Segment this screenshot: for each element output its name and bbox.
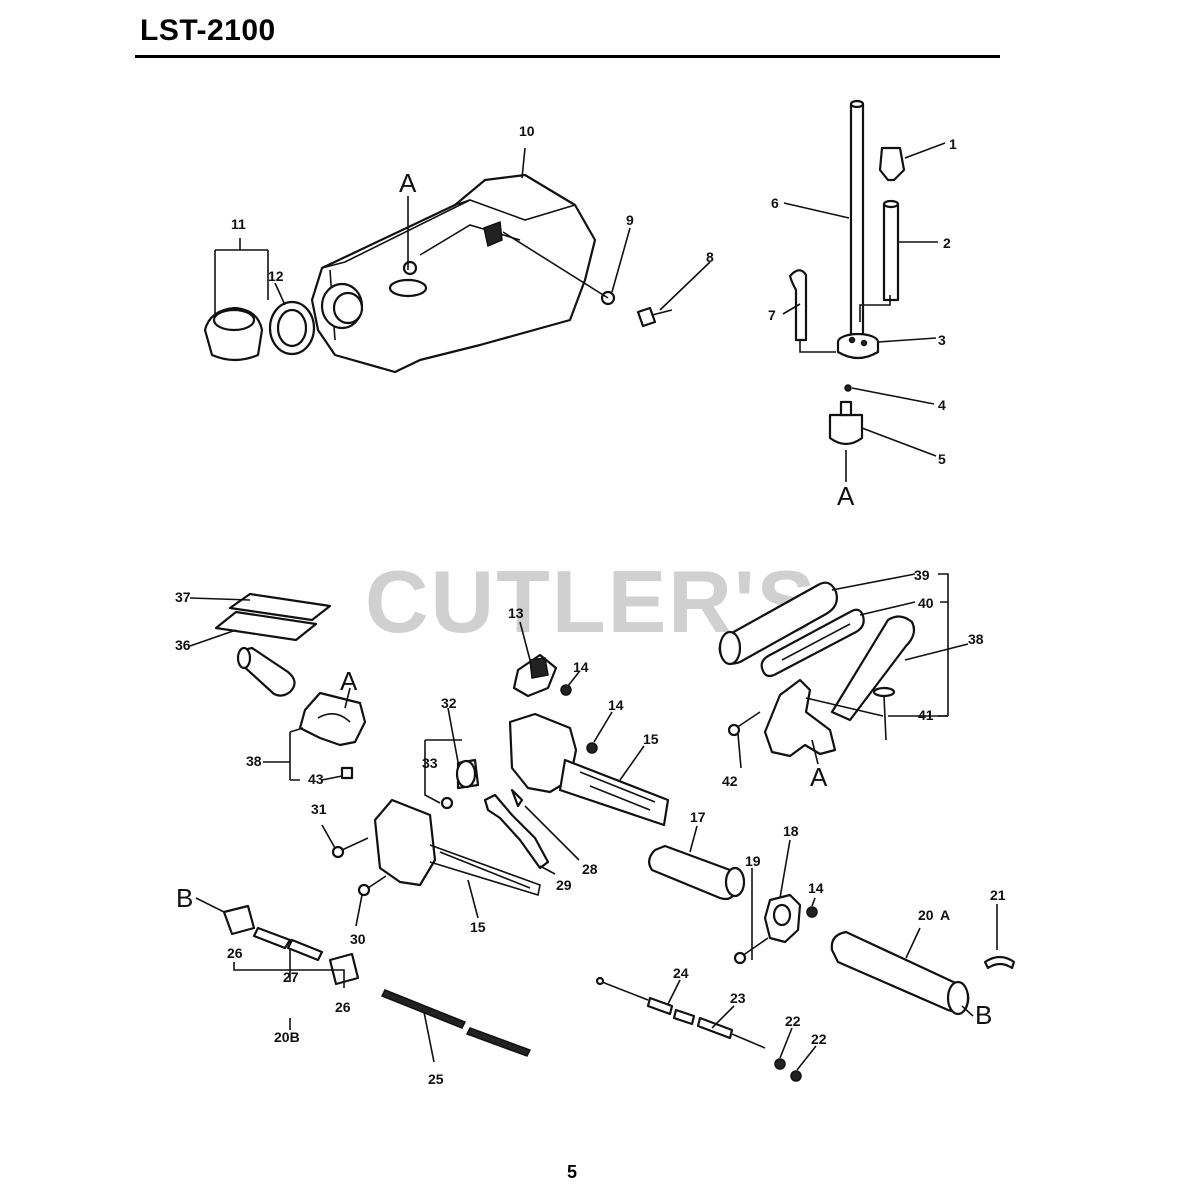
nut (586, 742, 598, 754)
nut (560, 684, 572, 696)
label-part-3: 3 (938, 332, 946, 348)
label-part-26-b: 26 (335, 999, 351, 1015)
label-part-14-c: 14 (808, 880, 824, 896)
switch (512, 653, 558, 698)
label-part-21: 21 (990, 887, 1006, 903)
label-part-20a-suffix: A (940, 907, 950, 923)
label-part-22-b: 22 (811, 1031, 827, 1047)
fuel-filter-cap (878, 146, 906, 182)
label-part-32: 32 (441, 695, 457, 711)
foam-tube (648, 844, 746, 901)
ref-b-tube: B (975, 1000, 992, 1030)
upper-handle-housing (508, 712, 670, 827)
collar-screw (440, 796, 454, 810)
label-part-24: 24 (673, 965, 689, 981)
trigger-spring (510, 788, 524, 808)
label-part-17: 17 (690, 809, 706, 825)
ref-a-clamp: A (340, 666, 358, 696)
label-part-14-a: 14 (573, 659, 589, 675)
housing-screws (331, 837, 387, 897)
cap-gasket (268, 300, 316, 356)
drive-tube (830, 930, 970, 1016)
throttle-cable (595, 976, 766, 1049)
ref-a-filter: A (837, 481, 855, 511)
fuel-line-tube (849, 99, 865, 338)
lower-handle-housing (373, 798, 541, 897)
fuel-tank (310, 173, 597, 374)
page-title: LST-2100 (140, 14, 276, 47)
nut (790, 1070, 802, 1082)
o-ring (844, 384, 852, 392)
clamp-bracket (298, 691, 367, 780)
label-part-39: 39 (914, 567, 930, 583)
label-part-42: 42 (722, 773, 738, 789)
ref-a-bracket: A (810, 762, 828, 792)
page-number: 5 (566, 1162, 577, 1182)
foam-sleeve (236, 646, 296, 697)
label-part-37: 37 (175, 589, 191, 605)
label-part-15-a: 15 (643, 731, 659, 747)
bearing-collar (455, 758, 480, 790)
drive-coupling-right (328, 952, 360, 986)
label-part-26-a: 26 (227, 945, 243, 961)
label-part-10: 10 (519, 123, 535, 139)
label-part-18: 18 (783, 823, 799, 839)
label-part-12: 12 (268, 268, 284, 284)
label-part-15-b: 15 (470, 919, 486, 935)
ref-b-coupling: B (176, 883, 193, 913)
label-part-31: 31 (311, 801, 327, 817)
label-part-38-b: 38 (968, 631, 984, 647)
label-part-6: 6 (771, 195, 779, 211)
label-part-27: 27 (283, 969, 299, 985)
fuel-filter (828, 400, 864, 446)
label-part-4: 4 (938, 397, 946, 413)
label-part-20b: 20B (274, 1029, 300, 1045)
bracket-bolt (872, 686, 896, 741)
handle-bar (830, 615, 916, 722)
label-part-2: 2 (943, 235, 951, 251)
fuel-cap (203, 306, 264, 362)
label-part-1: 1 (949, 136, 957, 152)
label-part-7: 7 (768, 307, 776, 323)
label-part-33: 33 (422, 755, 438, 771)
drive-shafts-splined (252, 926, 324, 962)
bracket-screw (735, 711, 761, 729)
label-part-9: 9 (626, 212, 634, 228)
label-part-29: 29 (556, 877, 572, 893)
drive-coupling-left (222, 904, 256, 936)
handle-bracket (763, 678, 837, 758)
grip-small (760, 608, 865, 678)
decal-sheets (214, 592, 332, 642)
nut (774, 1058, 786, 1070)
flex-shaft (380, 989, 532, 1057)
title-rule (135, 55, 1000, 58)
label-part-28: 28 (582, 861, 598, 877)
shaft-clamp (763, 893, 802, 944)
vent-tube (882, 199, 900, 302)
label-part-13: 13 (508, 605, 524, 621)
label-part-41: 41 (918, 707, 934, 723)
label-part-11: 11 (231, 216, 246, 232)
label-part-22-a: 22 (785, 1013, 801, 1029)
label-part-38-a: 38 (246, 753, 262, 769)
label-part-8: 8 (706, 249, 714, 265)
label-part-14-b: 14 (608, 697, 624, 713)
throttle-trigger (483, 793, 550, 870)
tube-clip (983, 955, 1016, 970)
label-part-23: 23 (730, 990, 746, 1006)
clamp-nut (806, 906, 818, 918)
label-part-5: 5 (938, 451, 946, 467)
clamp-bolt (741, 937, 769, 957)
label-part-40: 40 (918, 595, 934, 611)
label-part-19: 19 (745, 853, 761, 869)
label-part-36: 36 (175, 637, 191, 653)
label-part-25: 25 (428, 1071, 444, 1087)
label-part-30: 30 (350, 931, 366, 947)
ref-a-tank: A (399, 168, 417, 198)
label-part-43: 43 (308, 771, 324, 787)
grommet (836, 332, 880, 360)
grip-large (718, 581, 838, 666)
label-part-20a: 20 (918, 907, 934, 923)
